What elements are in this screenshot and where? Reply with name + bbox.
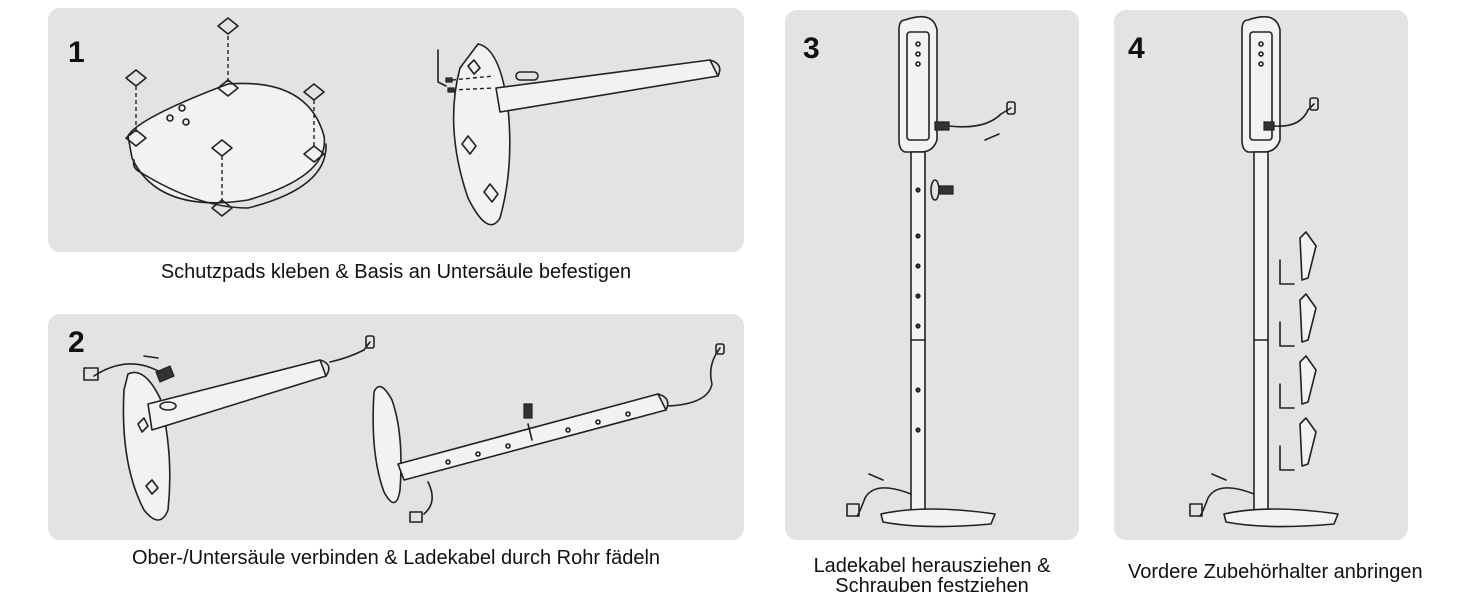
step-3-illustration: [846, 15, 1016, 528]
step-1-number: 1: [68, 36, 85, 69]
step-4-illustration: [1189, 15, 1339, 528]
step-3-number: 3: [803, 32, 820, 65]
lower-pole-and-base: [437, 43, 721, 226]
step-3-panel: 3: [785, 10, 1079, 540]
step-3-caption: Ladekabel herausziehen & Schrauben festz…: [785, 556, 1079, 596]
base-plate-with-pads: [125, 17, 327, 217]
step-1-caption: Schutzpads kleben & Basis an Untersäule …: [160, 261, 632, 283]
step-2-illustration: [83, 335, 725, 523]
stand-with-holders: [1189, 15, 1339, 528]
step-2-number: 2: [68, 326, 85, 359]
assembled-stand: [846, 15, 1016, 528]
step-2-caption: Ober-/Untersäule verbinden & Ladekabel d…: [131, 547, 661, 569]
step-4-caption: Vordere Zubehörhalter anbringen: [1128, 561, 1423, 583]
accessory-holders: [1279, 231, 1317, 471]
step-4-number: 4: [1128, 32, 1145, 65]
step-1-illustration: [125, 17, 721, 226]
pole-with-cable-left: [83, 335, 375, 521]
step-4-panel: 4: [1114, 10, 1408, 540]
step-3-caption-line-2: Schrauben festziehen: [835, 575, 1029, 597]
step-3-caption-line-1: Ladekabel herausziehen &: [813, 555, 1051, 577]
step-2-panel: 2: [48, 314, 744, 540]
step-1-panel: 1: [48, 8, 744, 252]
pole-with-cable-right: [372, 343, 725, 523]
